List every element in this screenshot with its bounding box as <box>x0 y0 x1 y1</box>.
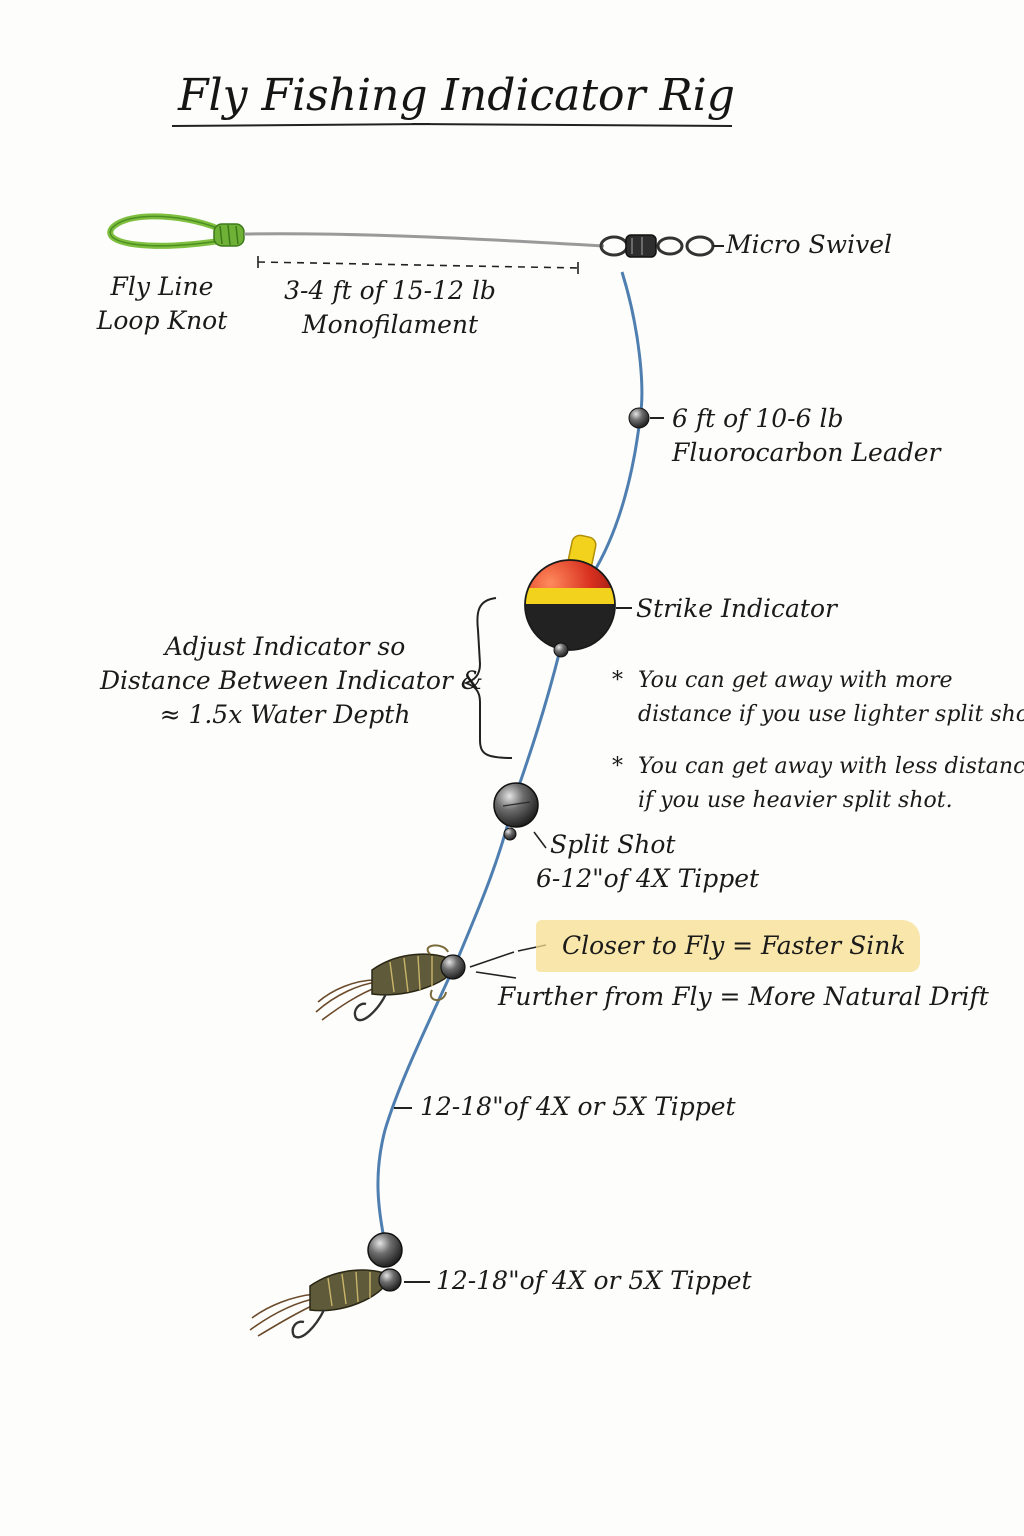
tippet-bottom-label: 12-18"of 4X or 5X Tippet <box>436 1266 752 1295</box>
closer-to-fly-label: Closer to Fly = Faster Sink <box>562 931 906 960</box>
bead-icon <box>628 407 664 429</box>
nymph-fly-icon <box>315 944 547 1022</box>
swivel-icon <box>599 234 724 258</box>
note-marker: * <box>612 668 623 693</box>
monofilament-label: 3-4 ft of 15-12 lb Monofilament <box>284 276 496 339</box>
page-title: Fly Fishing Indicator Rig <box>178 70 735 121</box>
note-marker: * <box>612 754 623 779</box>
fluorocarbon-leader-label: 6 ft of 10-6 lb Fluorocarbon Leader <box>672 404 941 467</box>
split-shot-label: Split Shot 6-12"of 4X Tippet <box>536 830 760 893</box>
fly-line-loop-knot-label: Fly Line Loop Knot <box>96 272 228 335</box>
loop-knot-icon <box>107 213 245 249</box>
adjust-indicator-label: Adjust Indicator so Distance Between Ind… <box>100 632 484 729</box>
bead-icon <box>367 1232 430 1283</box>
note-heavier-split-shot: You can get away with less distance if y… <box>638 754 1024 813</box>
measure-line <box>257 256 579 274</box>
further-from-fly-label: Further from Fly = More Natural Drift <box>498 982 989 1011</box>
strike-indicator-icon <box>524 534 632 658</box>
note-lighter-split-shot: You can get away with more distance if y… <box>638 668 1024 727</box>
micro-swivel-label: Micro Swivel <box>726 230 892 259</box>
split-shot-icon <box>493 782 547 849</box>
monofilament-line <box>243 232 605 248</box>
nymph-fly-icon <box>249 1268 402 1339</box>
highlight-band <box>536 920 920 972</box>
title-underline <box>171 123 733 127</box>
tippet-middle-label: 12-18"of 4X or 5X Tippet <box>420 1092 736 1121</box>
distance-bracket <box>463 597 513 759</box>
strike-indicator-label: Strike Indicator <box>636 594 837 623</box>
